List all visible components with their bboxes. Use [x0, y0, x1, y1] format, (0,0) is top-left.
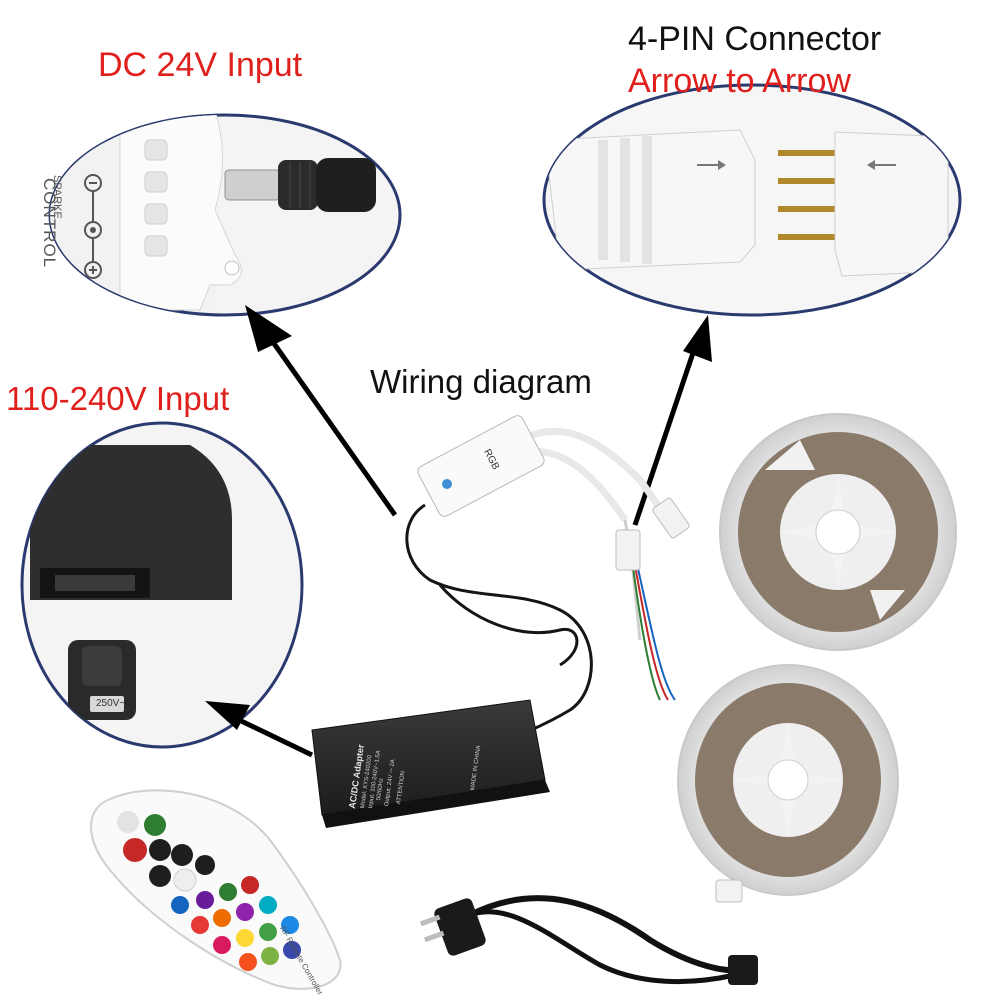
dc-input-label: DC 24V Input [98, 46, 303, 84]
ac-power-cord [419, 895, 758, 985]
led-reel-top [719, 413, 957, 651]
pin-connector-callout [542, 83, 962, 317]
dc-cable [405, 503, 593, 737]
power-adapter [311, 699, 550, 828]
arrow-to-ac-input [233, 715, 314, 758]
ac-input-label: 110-240V Input [6, 380, 230, 417]
led-reel-bottom [677, 664, 899, 903]
wiring-diagram-label: Wiring diagram [370, 363, 592, 400]
pin-connector-label: 4-PIN Connector [628, 20, 882, 58]
ir-controller [417, 415, 690, 701]
arrow-to-pin-connector [632, 349, 697, 526]
plug-rating: 250V~ [96, 698, 126, 709]
arrow-to-arrow-label: Arrow to Arrow [628, 62, 851, 100]
arrow-to-dc-input [265, 333, 398, 517]
arrows [205, 305, 712, 758]
controller-brand: CONTROL [40, 178, 59, 269]
ac-input-callout [20, 421, 304, 749]
dc-input-callout [48, 113, 402, 317]
rf-remote [90, 789, 342, 990]
